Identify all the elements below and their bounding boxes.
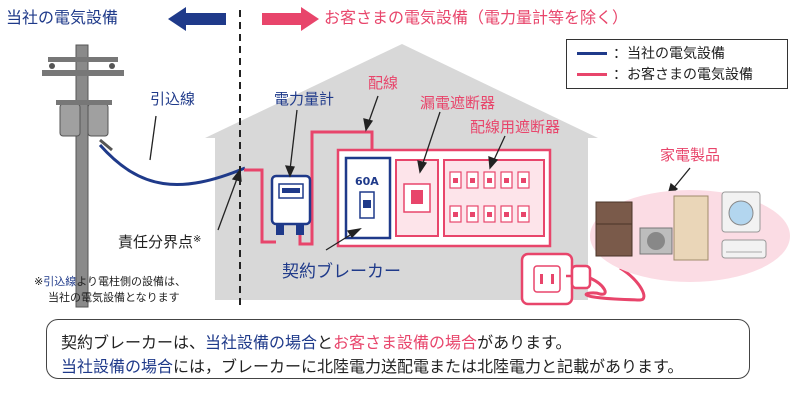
legend-item-customer: ：お客さまの電気設備 [577,64,753,84]
header-company-label: 当社の電気設備 [6,8,119,27]
contract-breaker-label: 契約ブレーカー [282,262,401,282]
company-arrow [168,7,226,31]
boundary-point-text: 責任分界点 [118,233,194,251]
earth-leakage-breaker-label: 漏電遮断器 [420,94,496,112]
note-segment: 当社設備の場合 [205,333,318,352]
note-line-2: 当社設備の場合には，ブレーカーに北陸電力送配電または北陸電力と記載があります。 [61,353,683,377]
note-segment: には，ブレーカーに北陸電力送配電または北陸電力と記載があります。 [173,357,684,376]
appliances-label: 家電製品 [660,146,721,164]
note-line-1: 契約ブレーカーは、当社設備の場合とお客さま設備の場合があります。 [61,329,571,353]
wiring-breaker-label: 配線用遮断器 [470,118,561,136]
utility-pole [42,44,124,308]
outlet-icon [520,252,574,306]
note-segment: 契約ブレーカーは、 [61,333,206,352]
header-customer-label: お客さまの電気設備（電力量計等を除く） [324,8,629,27]
footnote-text-1: より電柱側の設備は、 [76,275,186,288]
boundary-point-mark: ※ [193,234,202,245]
legend-line-customer [577,72,607,76]
wiring-label: 配線 [368,74,399,92]
service-drop-cable [98,144,246,186]
legend: ：当社の電気設備 ：お客さまの電気設備 [566,39,788,89]
legend-label-customer: ：お客さまの電気設備 [613,67,753,83]
note-segment: お客さま設備の場合 [333,333,478,352]
legend-item-company: ：当社の電気設備 [577,43,725,63]
customer-wiring [244,168,276,244]
footnote-mark: ※ [34,275,44,288]
meter-icon [270,174,312,235]
breaker-rating-label: 60A [355,175,379,188]
customer-arrow [262,7,319,31]
service-drop-label: 引込線 [150,90,196,108]
footnote-service-drop: 引込線 [43,275,77,288]
meter-label: 電力量計 [274,90,335,108]
legend-line-company [577,51,607,55]
note-box: 契約ブレーカーは、当社設備の場合とお客さま設備の場合があります。 当社設備の場合… [46,319,750,379]
footnote-line-1: ※引込線より電柱側の設備は、 [34,276,186,287]
boundary-point-label: 責任分界点※ [118,235,201,250]
legend-label-company: ：当社の電気設備 [613,46,725,62]
note-segment: 当社設備の場合 [61,357,174,376]
plug-icon [566,264,646,302]
footnote-line-2: 当社の電気設備となります [48,291,180,304]
appliances-illustration [590,190,790,282]
distribution-panel [336,148,552,248]
note-segment: と [317,333,334,352]
note-segment: があります。 [477,333,572,352]
